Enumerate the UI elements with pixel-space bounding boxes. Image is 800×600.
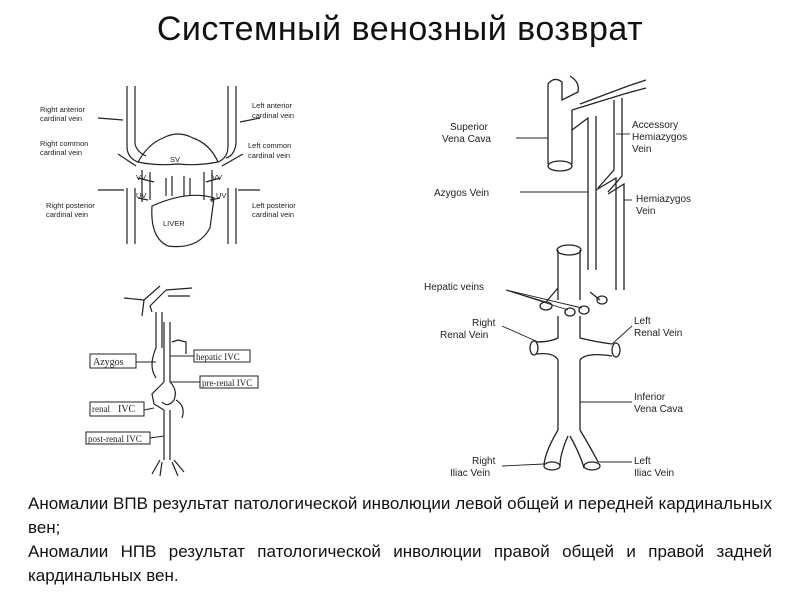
label-uv-right: UV xyxy=(216,191,226,200)
label-right-iliac: Right xyxy=(472,456,496,467)
label-ivc-vein-2: Vena Cava xyxy=(634,404,683,415)
label-accessory-hemiazygos-2: Hemiazygos xyxy=(632,132,687,143)
label-right-anterior-cardinal: Right anterior xyxy=(40,105,86,114)
label-right-iliac-2: Iliac Vein xyxy=(450,468,490,479)
label-vv-left: VV xyxy=(136,173,146,182)
label-right-common-cardinal-2: cardinal vein xyxy=(40,148,82,157)
label-left-iliac-2: Iliac Vein xyxy=(634,468,674,479)
label-hepatic-veins: Hepatic veins xyxy=(424,282,484,293)
label-azygos: Azygos xyxy=(93,357,124,368)
label-right-anterior-cardinal-2: cardinal vein xyxy=(40,114,82,123)
label-left-posterior-cardinal-2: cardinal vein xyxy=(252,210,294,219)
label-accessory-hemiazygos: Accessory xyxy=(632,120,678,131)
label-uv-left: UV xyxy=(136,191,146,200)
label-renal: renal xyxy=(92,404,110,414)
label-prerenal-ivc: pre-renal IVC xyxy=(202,378,252,388)
label-left-renal: Left xyxy=(634,316,651,327)
label-ivc-vein: Inferior xyxy=(634,392,666,403)
ivc-development-diagram: Azygos hepatic IVC pre-renal IVC renal I… xyxy=(82,282,292,482)
caption-text: Аномалии ВПВ результат патологической ин… xyxy=(28,492,772,588)
label-right-renal: Right xyxy=(472,318,496,329)
label-left-renal-2: Renal Vein xyxy=(634,328,682,339)
label-left-common-cardinal: Left common xyxy=(248,141,291,150)
adult-venous-system-diagram: Superior Vena Cava Azygos Vein Hepatic v… xyxy=(420,70,710,485)
page-title: Системный венозный возврат xyxy=(156,10,644,48)
label-postrenal-ivc: post-renal IVC xyxy=(88,434,142,444)
label-left-anterior-cardinal-2: cardinal vein xyxy=(252,111,294,120)
label-hemiazygos: Hemiazygos xyxy=(636,194,691,205)
label-sv: SV xyxy=(170,155,180,164)
label-left-anterior-cardinal: Left anterior xyxy=(252,101,293,110)
caption-line-svc: Аномалии ВПВ результат патологической ин… xyxy=(28,494,772,537)
label-hepatic-ivc: hepatic IVC xyxy=(196,352,240,362)
label-right-posterior-cardinal-2: cardinal vein xyxy=(46,210,88,219)
label-ivc: IVC xyxy=(118,404,136,415)
label-accessory-hemiazygos-3: Vein xyxy=(632,144,651,155)
label-azygos-vein: Azygos Vein xyxy=(434,188,489,199)
label-right-renal-2: Renal Vein xyxy=(440,330,488,341)
label-left-posterior-cardinal: Left posterior xyxy=(252,201,296,210)
label-svc-2: Vena Cava xyxy=(442,134,491,145)
label-hemiazygos-2: Vein xyxy=(636,206,655,217)
label-vv-right: VV xyxy=(212,173,222,182)
label-liver: LIVER xyxy=(163,219,185,228)
caption-line-ivc: Аномалии НПВ результат патологической ин… xyxy=(28,542,772,585)
label-right-common-cardinal: Right common xyxy=(40,139,88,148)
cardinal-veins-diagram: Right anterior cardinal vein Right commo… xyxy=(38,78,323,254)
label-right-posterior-cardinal: Right posterior xyxy=(46,201,95,210)
label-left-iliac: Left xyxy=(634,456,651,467)
label-left-common-cardinal-2: cardinal vein xyxy=(248,151,290,160)
label-svc: Superior xyxy=(450,122,488,133)
